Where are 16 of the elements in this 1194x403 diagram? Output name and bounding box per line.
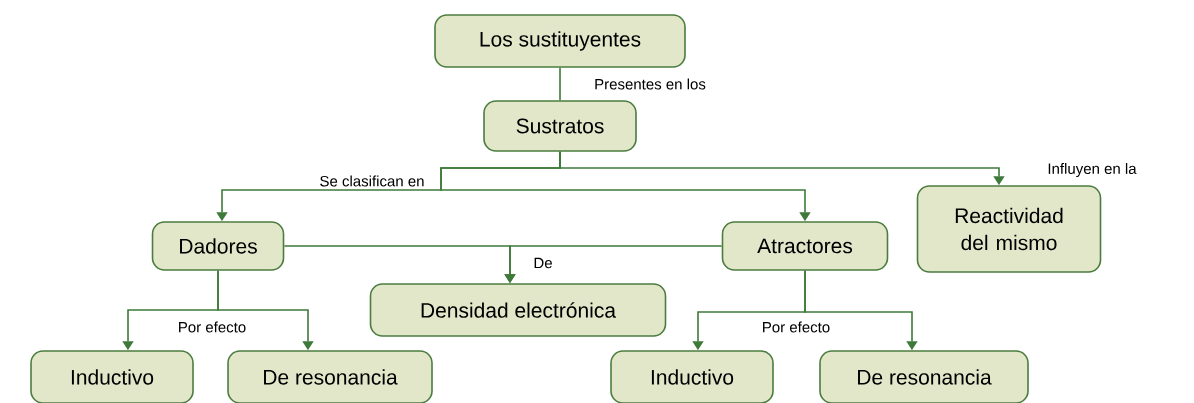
concept-box: Inductivo: [610, 350, 774, 403]
edge-label: De: [532, 256, 554, 270]
edge-label: Influyen en la: [1046, 162, 1138, 178]
edge-label: Por efecto: [176, 320, 248, 334]
concept-box: Dadores: [151, 221, 285, 271]
edge-label: Se clasifican en: [318, 174, 426, 188]
concept-box: Inductivo: [30, 350, 194, 403]
edge-label: Por efecto: [760, 320, 832, 334]
concept-box: De resonancia: [819, 350, 1029, 403]
concept-box: Reactividad del mismo: [916, 185, 1102, 273]
concept-box: Sustratos: [483, 100, 637, 152]
concept-box: De resonancia: [227, 350, 433, 403]
edge-label: Presentes en los: [593, 77, 707, 91]
concept-box: Atractores: [721, 221, 889, 271]
concept-box: Los sustituyentes: [434, 14, 686, 68]
concept-box: Densidad electrónica: [369, 283, 667, 337]
